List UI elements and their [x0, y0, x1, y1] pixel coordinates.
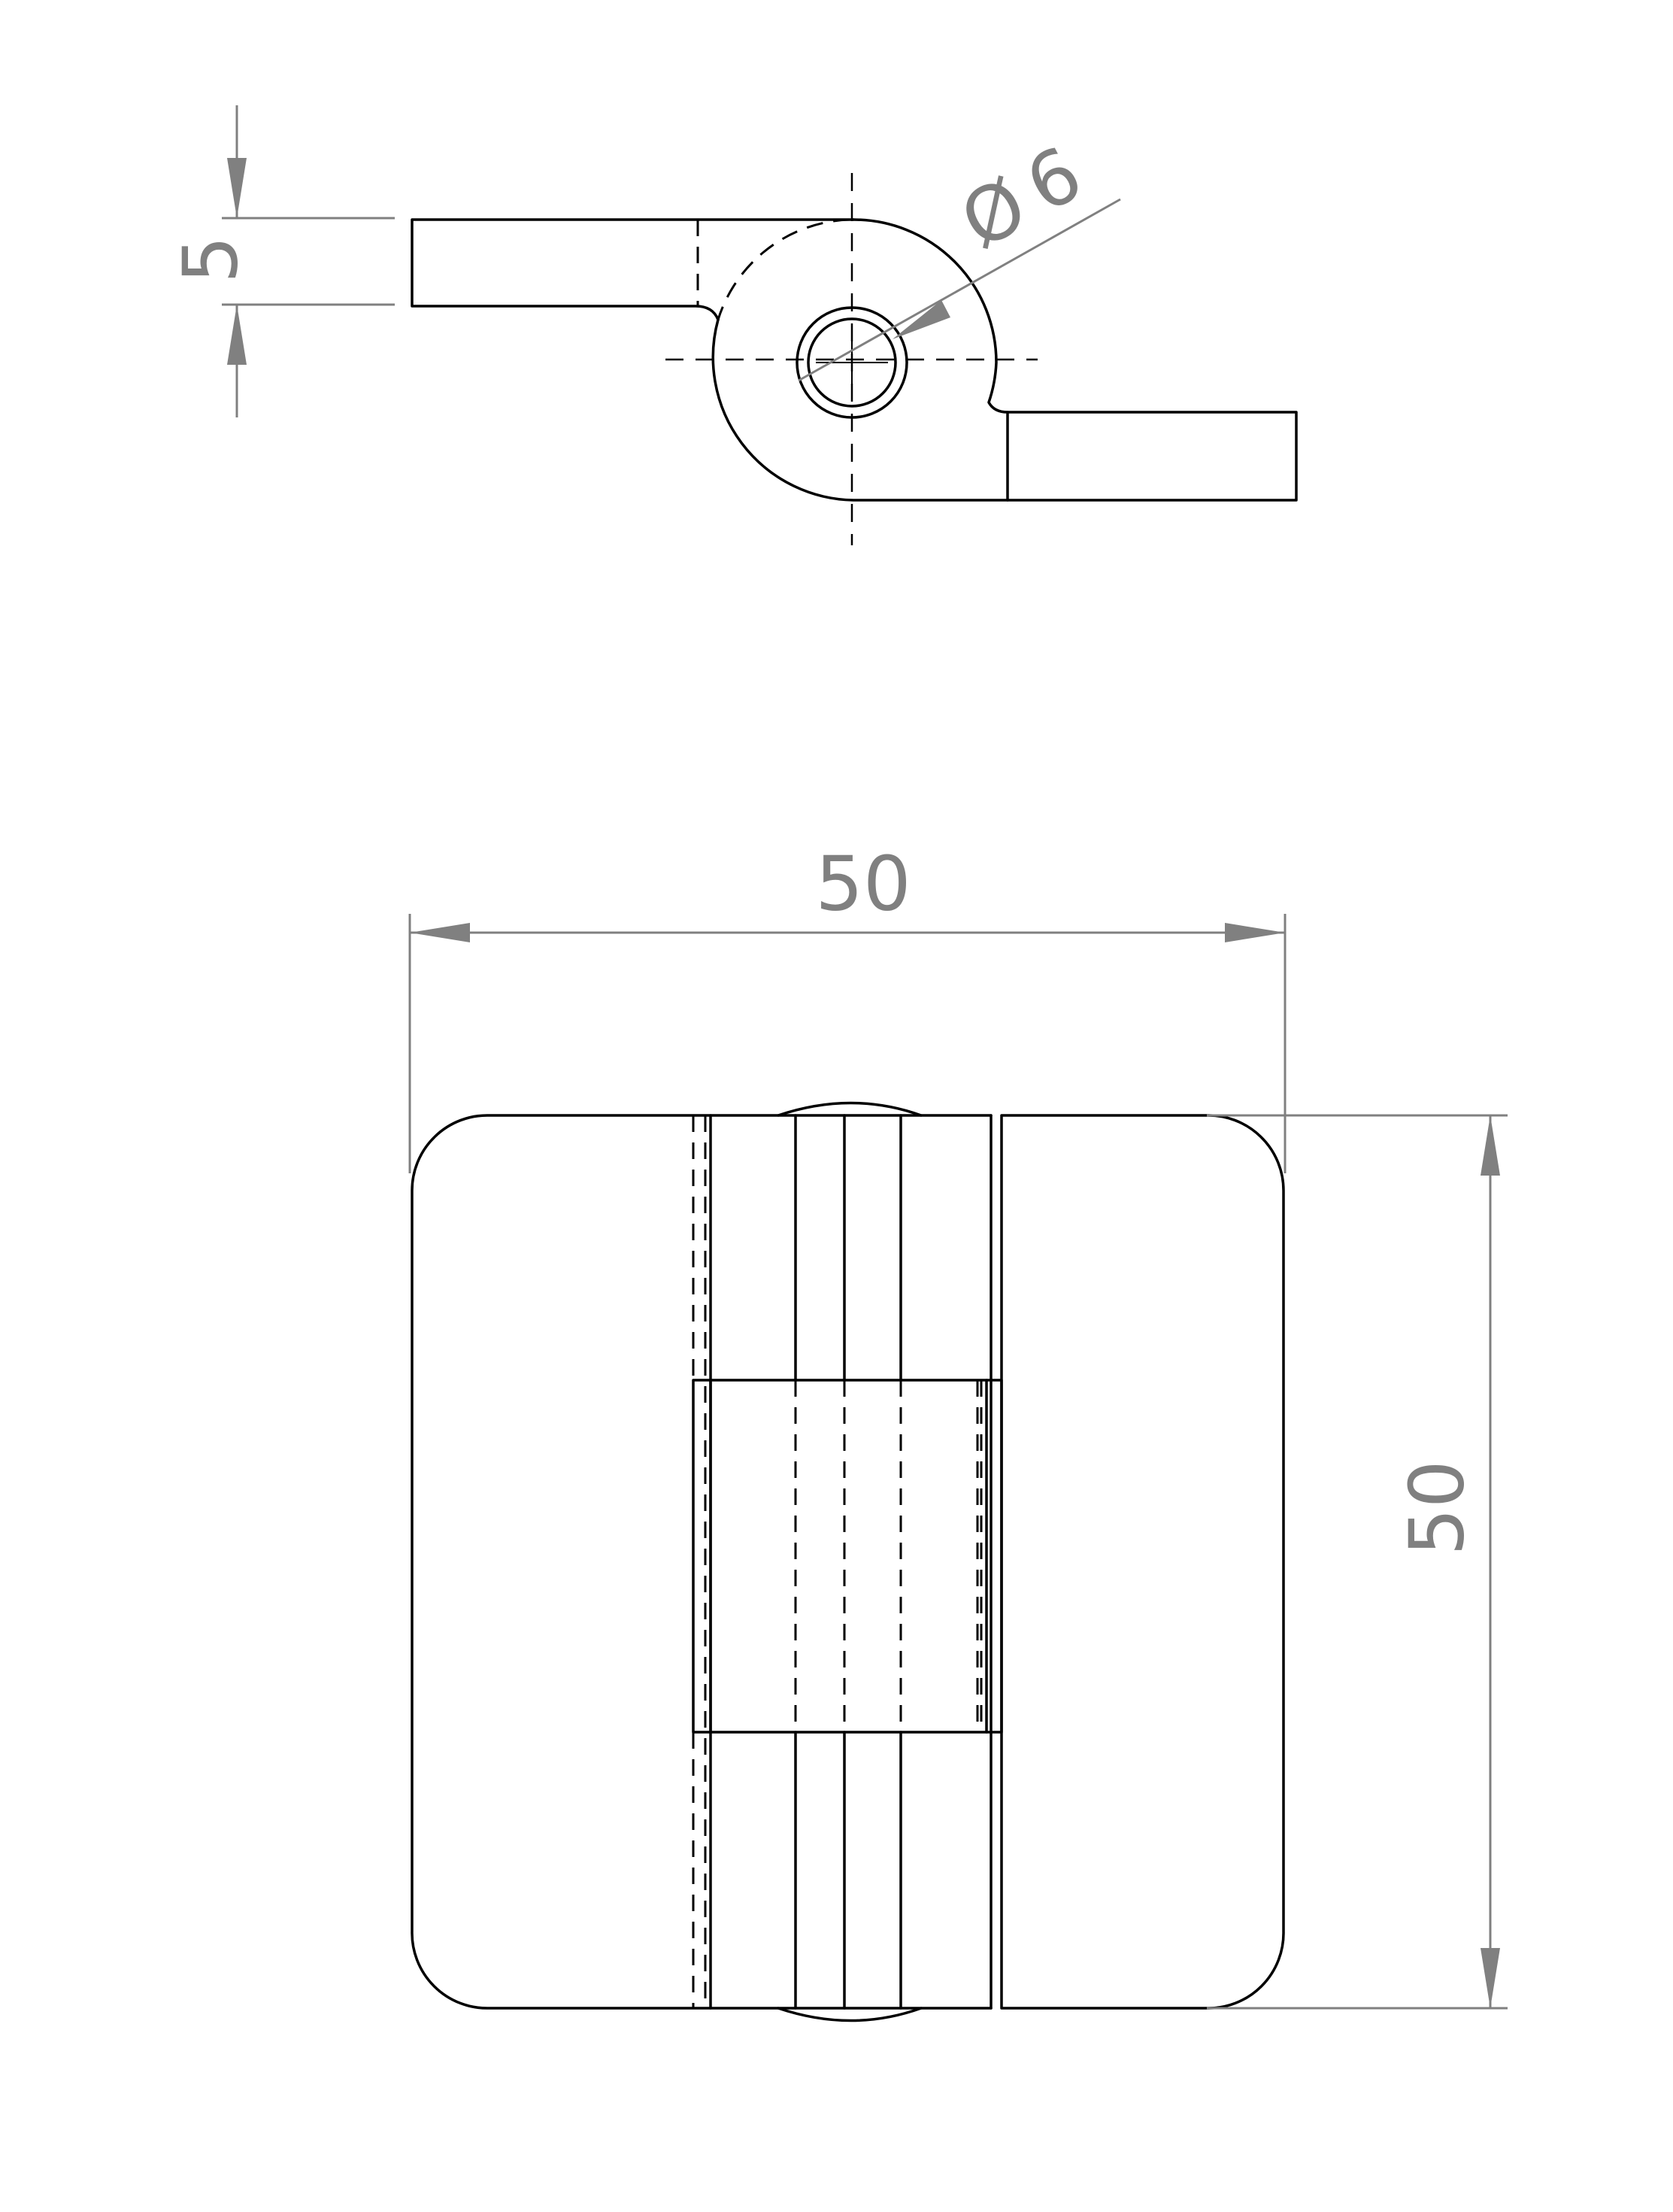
front-view	[411, 1101, 1285, 2022]
width-label: 50	[815, 839, 911, 927]
knuckle-hidden-arc	[717, 218, 850, 320]
leader-line	[798, 198, 1121, 382]
dimension-width: 50	[408, 839, 1287, 1173]
height-arrow-bottom	[1481, 1948, 1500, 2008]
thickness-label: 5	[166, 235, 254, 284]
dimension-height: 50	[1207, 1114, 1508, 2010]
arrow-up	[227, 305, 247, 365]
right-plate-outline	[1000, 1114, 1285, 2010]
pin-head-top	[777, 1101, 923, 1117]
knuckle-outline	[711, 218, 1298, 502]
height-label: 50	[1393, 1460, 1481, 1555]
arrow-down	[227, 158, 247, 218]
width-arrow-right	[1225, 923, 1285, 942]
dimension-pin-diameter: Ø 6	[798, 129, 1121, 382]
leader-arrow	[893, 300, 950, 339]
left-leaf-outline	[411, 218, 855, 321]
pin-hole-inner	[807, 317, 897, 408]
height-arrow-top	[1481, 1115, 1500, 1176]
pin-head-bottom	[777, 2007, 923, 2022]
dimension-thickness: 5	[166, 105, 395, 417]
width-arrow-left	[410, 923, 470, 942]
middle-knuckle	[692, 1379, 1003, 1734]
side-view	[411, 173, 1298, 545]
left-plate-outline	[411, 1114, 993, 2010]
